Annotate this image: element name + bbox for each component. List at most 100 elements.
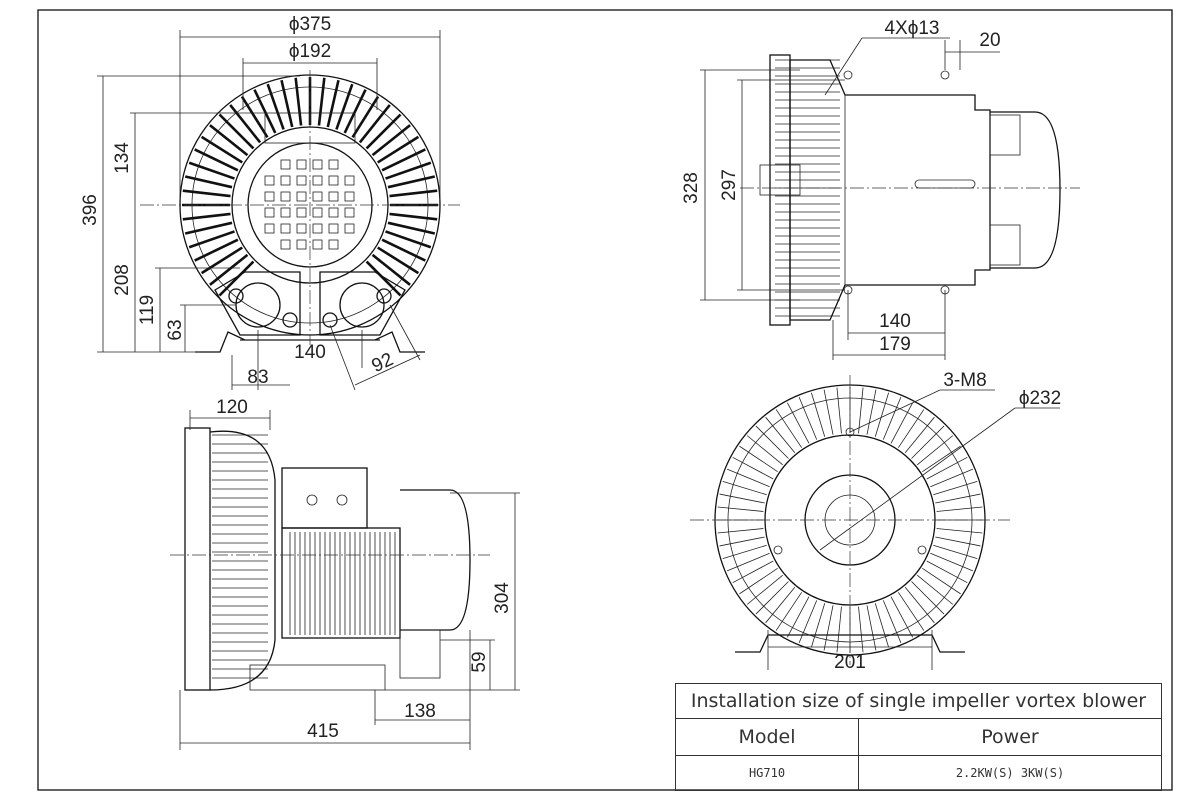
rib (387, 221, 436, 235)
grille-slot (280, 239, 291, 250)
dim-width-415: 415 (307, 721, 339, 742)
grille-slot (328, 207, 339, 218)
rib (351, 95, 380, 138)
rib (798, 396, 818, 440)
grille-slot (328, 175, 339, 186)
grille-slot (328, 191, 339, 202)
grille-slot (264, 175, 275, 186)
dim-height-208: 208 (112, 264, 133, 296)
rib (194, 238, 239, 262)
rib (371, 124, 411, 157)
rib (936, 528, 983, 534)
cell-model: HG710 (675, 755, 859, 791)
dim-diameter-375: ϕ375 (289, 14, 331, 35)
side-view-bottom (170, 427, 490, 691)
rib (717, 506, 764, 512)
rib (874, 603, 889, 648)
fan-ribs-rear (717, 387, 983, 653)
grille-slot (280, 159, 291, 170)
rib (200, 135, 243, 164)
rib (280, 79, 294, 128)
rib (182, 212, 231, 221)
grille-slot (344, 207, 355, 218)
rib (930, 552, 974, 572)
rib (904, 586, 935, 624)
grille-slot (296, 207, 307, 218)
grille-slot (312, 239, 323, 250)
rib (786, 402, 810, 444)
dim-width-179: 179 (879, 334, 911, 355)
grille-slot (296, 175, 307, 186)
rib (911, 425, 945, 459)
drawing-border (37, 9, 1173, 791)
rib (904, 416, 935, 454)
rib (922, 445, 961, 472)
motor-fins (289, 532, 396, 635)
rib (811, 603, 826, 648)
grille-slot (264, 191, 275, 202)
rib (866, 605, 877, 651)
rib (922, 568, 961, 595)
grille-slot (296, 159, 307, 170)
rib (200, 246, 243, 275)
dim-thread-3-m8: 3-M8 (943, 370, 986, 391)
rib (719, 493, 765, 504)
dim-width-140: 140 (294, 342, 326, 363)
rib (930, 468, 974, 488)
rib (933, 544, 978, 559)
dim-height-119: 119 (137, 295, 158, 325)
dim-height-328: 328 (681, 172, 702, 204)
rib (755, 581, 789, 615)
header-power: Power (858, 718, 1162, 756)
rib (898, 409, 925, 448)
rib (381, 148, 426, 172)
rib (798, 600, 818, 644)
dim-diameter-232: ϕ232 (1019, 388, 1061, 409)
dim-height-134: 134 (112, 142, 133, 174)
rib (739, 445, 778, 472)
rib (890, 402, 914, 444)
rib (926, 456, 968, 480)
rib (765, 586, 796, 624)
rib (188, 230, 235, 249)
rib (755, 425, 789, 459)
rib (385, 230, 432, 249)
dim-width-83: 83 (247, 367, 268, 388)
rib (266, 83, 285, 130)
grille-slot (264, 207, 275, 218)
rib (874, 392, 889, 437)
rib (935, 493, 981, 504)
rib (343, 89, 367, 134)
side-view-top (740, 54, 1080, 326)
rear-dimensions: 3-M8 ϕ232 201 (767, 370, 1061, 673)
rib (882, 600, 902, 644)
dim-diameter-192: ϕ192 (289, 41, 331, 62)
rib (911, 581, 945, 615)
rib (377, 246, 420, 275)
rib (184, 175, 233, 189)
dim-width-92: 92 (369, 349, 397, 377)
grille-slot (280, 175, 291, 186)
dim-width-120: 120 (216, 397, 248, 418)
fan-ribs-front (182, 77, 438, 297)
rib (371, 253, 411, 286)
fan-ribs-side (775, 59, 840, 317)
side-top-dimensions: 4Xϕ13 20 328 297 140 179 (681, 18, 1001, 360)
rib (218, 260, 255, 297)
grille-slot (344, 191, 355, 202)
grille-slot (312, 191, 323, 202)
dim-width-20: 20 (979, 30, 1000, 51)
grille-slot (328, 159, 339, 170)
rib (358, 104, 391, 144)
rib (746, 574, 784, 605)
rib (722, 544, 767, 559)
rib (294, 77, 303, 126)
rib (317, 77, 326, 126)
grille-slot (296, 223, 307, 234)
rib (253, 89, 277, 134)
rib (335, 83, 354, 130)
rib (184, 221, 233, 235)
motor-grille (264, 159, 355, 250)
rib (719, 536, 765, 547)
grille-slot (312, 175, 323, 186)
